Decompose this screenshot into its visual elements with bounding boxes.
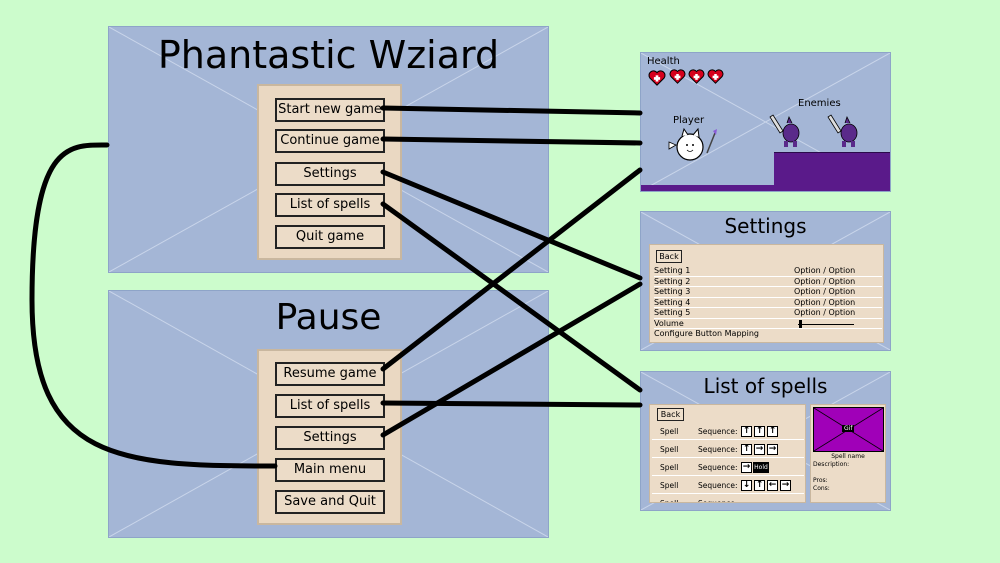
pause-button-box: Resume game List of spells Settings Main… (257, 349, 402, 525)
setting-row[interactable]: Setting 3 Option / Option (654, 287, 882, 298)
sequence-label: Sequence: (698, 481, 738, 490)
resume-game-button[interactable]: Resume game (275, 362, 385, 386)
settings-back-button[interactable]: Back (656, 250, 682, 263)
continue-game-button[interactable]: Continue game (275, 129, 385, 153)
spell-gif-preview: Gif (813, 407, 884, 452)
volume-slider[interactable] (798, 323, 854, 325)
enemies-label: Enemies (798, 98, 841, 109)
settings-button[interactable]: Settings (275, 162, 385, 186)
arrow-up-icon: ↑ (741, 444, 752, 455)
sequence-label: Sequence: (698, 445, 738, 454)
volume-slider-handle[interactable] (799, 319, 802, 328)
spell-name: Spell name (831, 453, 865, 460)
spell-label: Spell (660, 445, 679, 454)
player-label: Player (673, 115, 705, 126)
pause-title: Pause (275, 297, 382, 338)
setting-name: Setting 1 (654, 266, 691, 275)
pause-settings-button[interactable]: Settings (275, 426, 385, 450)
heart-icon (669, 69, 686, 84)
setting-value: Option / Option (794, 276, 856, 286)
settings-list-box: Back Setting 1 Option / Option Setting 2 O… (649, 244, 884, 343)
settings-title: Settings (724, 214, 807, 238)
sequence-label: Sequence: (698, 495, 738, 502)
player-wizard-icon (668, 127, 717, 161)
setting-name: Volume (654, 318, 684, 328)
quit-game-button[interactable]: Quit game (275, 225, 385, 249)
setting-name: Configure Button Mapping (654, 329, 759, 338)
button-mapping-row[interactable]: Configure Button Mapping (654, 329, 882, 340)
setting-name: Setting 2 (654, 276, 691, 286)
settings-panel: Settings Back Setting 1 Option / Option S… (640, 211, 891, 351)
setting-name: Setting 5 (654, 308, 691, 317)
pros-label: Pros: (813, 477, 828, 484)
arrow-right-icon: → (780, 480, 791, 491)
spell-detail-box: Gif Spell name Description: Pros: Cons: (810, 404, 886, 503)
main-menu-title: Phantastic Wziard (157, 33, 500, 77)
arrow-up-icon: ↑ (741, 426, 752, 437)
heart-icon (688, 69, 705, 84)
heart-icon (648, 70, 666, 86)
sequence-label: Sequence: (698, 463, 738, 472)
spell-label: Spell (660, 427, 679, 436)
heart-icon (707, 69, 724, 84)
setting-name: Setting 3 (654, 287, 691, 296)
arrow-up-icon: ↑ (754, 480, 765, 491)
ground-platform-low (641, 185, 781, 191)
arrow-right-icon: → (767, 444, 778, 455)
arrow-up-icon: ↑ (767, 426, 778, 437)
spell-label: Spell (660, 481, 679, 490)
spell-row[interactable]: Spell Sequence: ↑ ↑ ↑ (652, 423, 804, 440)
arrow-up-icon: ↑ (754, 426, 765, 437)
ground-platform-high (774, 152, 890, 191)
health-label: Health (647, 56, 680, 67)
setting-value: Option / Option (794, 308, 856, 317)
setting-row[interactable]: Setting 1 Option / Option (654, 266, 882, 277)
pause-menu-panel: Pause Resume game List of spells Setting… (108, 290, 549, 538)
arrow-right-icon: → (754, 444, 765, 455)
main-menu-button[interactable]: Main menu (275, 458, 385, 482)
arrow-down-icon: ↓ (741, 480, 752, 491)
gif-label: Gif (842, 425, 855, 432)
setting-value: Option / Option (794, 266, 856, 275)
setting-value: Option / Option (794, 297, 856, 307)
spell-row[interactable]: Spell Sequence: → Hold (652, 459, 804, 476)
game-screen-panel: Health Player Enemies (640, 52, 891, 192)
sequence-label: Sequence: (698, 427, 738, 436)
enemy-knight-icon (827, 114, 858, 147)
description-label: Description: (813, 461, 850, 468)
list-of-spells-button[interactable]: List of spells (275, 193, 385, 217)
setting-value: Option / Option (794, 287, 856, 296)
arrow-left-icon: ← (767, 480, 778, 491)
pause-list-of-spells-button[interactable]: List of spells (275, 394, 385, 418)
setting-row[interactable]: Setting 2 Option / Option (654, 276, 882, 287)
save-and-quit-button[interactable]: Save and Quit (275, 490, 385, 514)
spells-panel: List of spells Back Spell Sequence: ↑ ↑ … (640, 371, 891, 511)
hold-badge: Hold (753, 462, 769, 473)
setting-name: Setting 4 (654, 297, 691, 307)
cons-label: Cons: (813, 485, 830, 492)
spell-row[interactable]: Spell Sequence: ↑ → → (652, 441, 804, 458)
spell-row[interactable]: Spell Sequence: ↓ ↑ ← → (652, 477, 804, 494)
spell-label: Spell (660, 463, 679, 472)
start-new-game-button[interactable]: Start new game (275, 98, 385, 122)
main-menu-button-box: Start new game Continue game Settings Li… (257, 84, 402, 260)
arrow-right-icon: → (741, 462, 752, 473)
enemy-knight-icon (769, 114, 800, 147)
main-menu-panel: Phantastic Wziard Start new game Continu… (108, 26, 549, 273)
spell-row[interactable]: Spell Sequence: (652, 495, 804, 502)
setting-row[interactable]: Setting 4 Option / Option (654, 297, 882, 308)
spell-list-box: Back Spell Sequence: ↑ ↑ ↑ Spell Sequenc… (649, 404, 806, 503)
setting-row[interactable]: Setting 5 Option / Option (654, 308, 882, 319)
spells-title: List of spells (703, 374, 828, 398)
spell-label: Spell (660, 495, 678, 502)
spells-back-button[interactable]: Back (657, 408, 684, 421)
volume-row[interactable]: Volume (654, 318, 882, 329)
